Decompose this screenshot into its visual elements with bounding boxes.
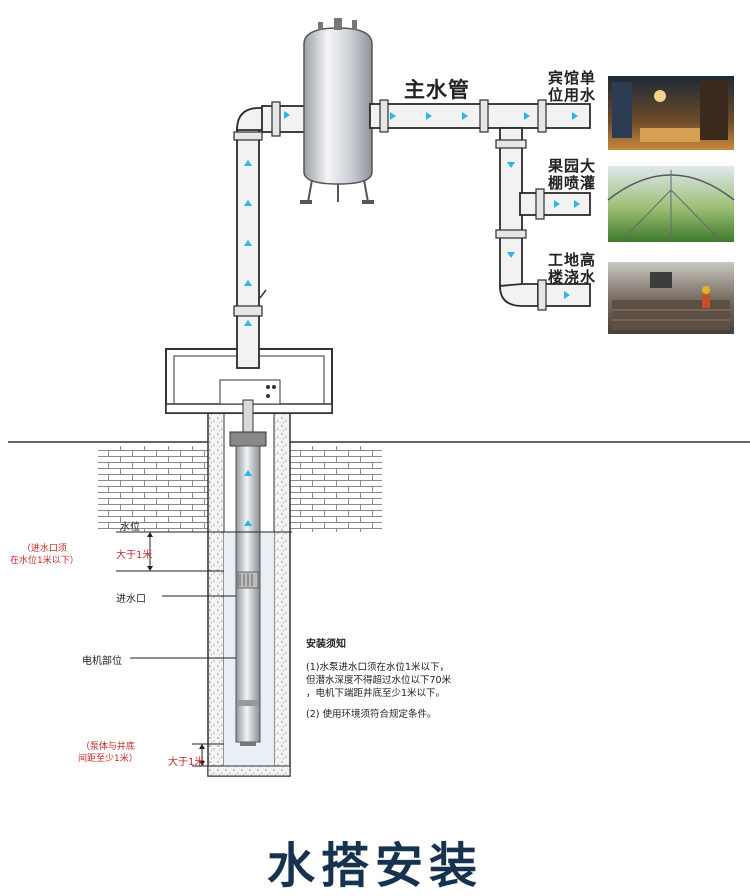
well-bottom — [207, 765, 291, 777]
greenhouse-photo — [607, 166, 735, 243]
bottom-title: 水搭安装 — [266, 838, 483, 894]
install-note-2: (2) 使用环境须符合规定条件。 — [306, 709, 437, 720]
install-notes-title: 安装须知 — [306, 639, 346, 650]
installation-notes: 安装须知 (1)水泵进水口须在水位1米以下， 但潜水深度不得超过水位以下70米 … — [306, 638, 536, 729]
submersible-pump — [229, 399, 267, 746]
flow-arrows — [244, 111, 580, 526]
inlet-label: 进水口 — [116, 594, 146, 605]
greater-1m-bottom-label: 大于1米 — [168, 757, 205, 768]
app-label-hotel: 宾馆单位用水 — [548, 69, 597, 104]
inlet-note: （进水口须 在水位1米以下） — [10, 544, 79, 566]
motor-label: 电机部位 — [82, 656, 122, 667]
installation-diagram — [8, 18, 750, 777]
branch-pipe-vertical — [499, 127, 523, 289]
install-note-1: (1)水泵进水口须在水位1米以下， 但潜水深度不得超过水位以下70米 ，电机下端… — [306, 662, 452, 699]
app-label-greenhouse: 果园大棚喷灌 — [548, 157, 597, 192]
app-label-construction: 工地高楼浇水 — [548, 251, 597, 286]
pressure-tank — [300, 18, 374, 204]
water-level-markers — [116, 531, 292, 767]
dimension-arrowheads — [147, 532, 205, 766]
main-pipe-label: 主水管 — [404, 78, 470, 102]
construction-site-photo — [608, 262, 734, 334]
greater-1m-top-label: 大于1米 — [116, 550, 153, 561]
bottom-distance-note: （泵体与井底 间距至少1米） — [78, 742, 138, 764]
water-level-label: 水位 — [120, 522, 140, 533]
brick-wall-right — [290, 446, 382, 532]
hotel-lobby-photo — [608, 76, 734, 150]
brick-wall-left — [98, 446, 208, 532]
